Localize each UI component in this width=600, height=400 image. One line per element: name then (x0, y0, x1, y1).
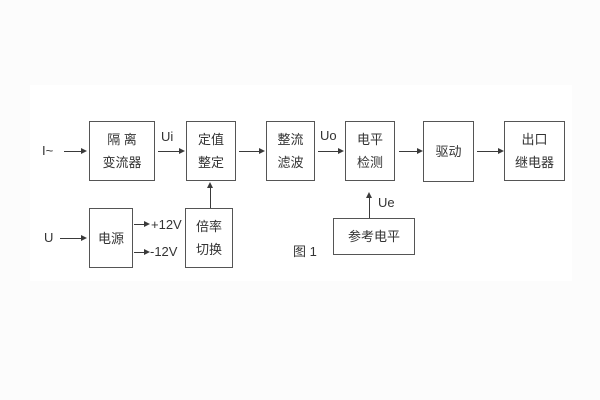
arrow-setting-to-rectify (239, 148, 265, 154)
arrow-ratio-to-setting (207, 182, 213, 208)
arrow-rectify-to-level (318, 148, 344, 154)
block-isolation-transformer-line2: 变流器 (102, 155, 142, 170)
arrow-voltage-to-power (60, 235, 87, 241)
block-outlet-relay: 出口 继电器 (504, 121, 565, 181)
signal-ue-label: Ue (378, 195, 395, 210)
block-reference-level: 参考电平 (333, 218, 415, 255)
figure-caption: 图 1 (293, 244, 317, 259)
block-isolation-transformer: 隔 离 变流器 (89, 121, 155, 181)
block-level-detect-line1: 电平 (356, 132, 383, 147)
block-rectify-filter: 整流 滤波 (266, 121, 315, 181)
block-level-detect: 电平 检测 (345, 121, 395, 181)
arrow-current-to-isolation (64, 148, 87, 154)
block-ratio-switch: 倍率 切换 (185, 208, 233, 268)
signal-ui-label: Ui (161, 129, 174, 144)
block-setting-adjust: 定值 整定 (186, 121, 236, 181)
block-power-supply-label: 电源 (97, 230, 124, 246)
block-outlet-relay-line1: 出口 (521, 132, 548, 147)
input-current-label: I~ (42, 143, 54, 158)
block-drive: 驱动 (423, 121, 474, 182)
arrow-drive-to-relay (477, 148, 504, 154)
signal-uo-label: Uo (320, 128, 337, 143)
arrow-power-minus12v (134, 249, 150, 255)
arrow-reference-ue-up (366, 192, 372, 218)
block-isolation-transformer-line1: 隔 离 (107, 132, 137, 147)
arrow-isolation-to-setting (158, 148, 185, 154)
block-rectify-filter-line1: 整流 (277, 132, 304, 147)
block-level-detect-line2: 检测 (356, 155, 383, 170)
block-power-supply: 电源 (89, 208, 133, 268)
block-ratio-switch-line1: 倍率 (195, 219, 222, 234)
block-rectify-filter-line2: 滤波 (277, 155, 304, 170)
signal-plus12v-label: +12V (151, 217, 182, 232)
signal-minus12v-label: -12V (150, 244, 178, 259)
block-reference-level-label: 参考电平 (347, 229, 400, 244)
block-outlet-relay-line2: 继电器 (514, 155, 554, 170)
block-setting-adjust-line1: 定值 (197, 132, 224, 147)
arrow-power-plus12v (134, 221, 150, 227)
block-drive-label: 驱动 (435, 144, 462, 159)
block-ratio-switch-line2: 切换 (195, 242, 222, 257)
block-setting-adjust-line2: 整定 (197, 155, 224, 170)
arrow-level-to-drive (399, 148, 423, 154)
input-voltage-label: U (44, 230, 54, 245)
